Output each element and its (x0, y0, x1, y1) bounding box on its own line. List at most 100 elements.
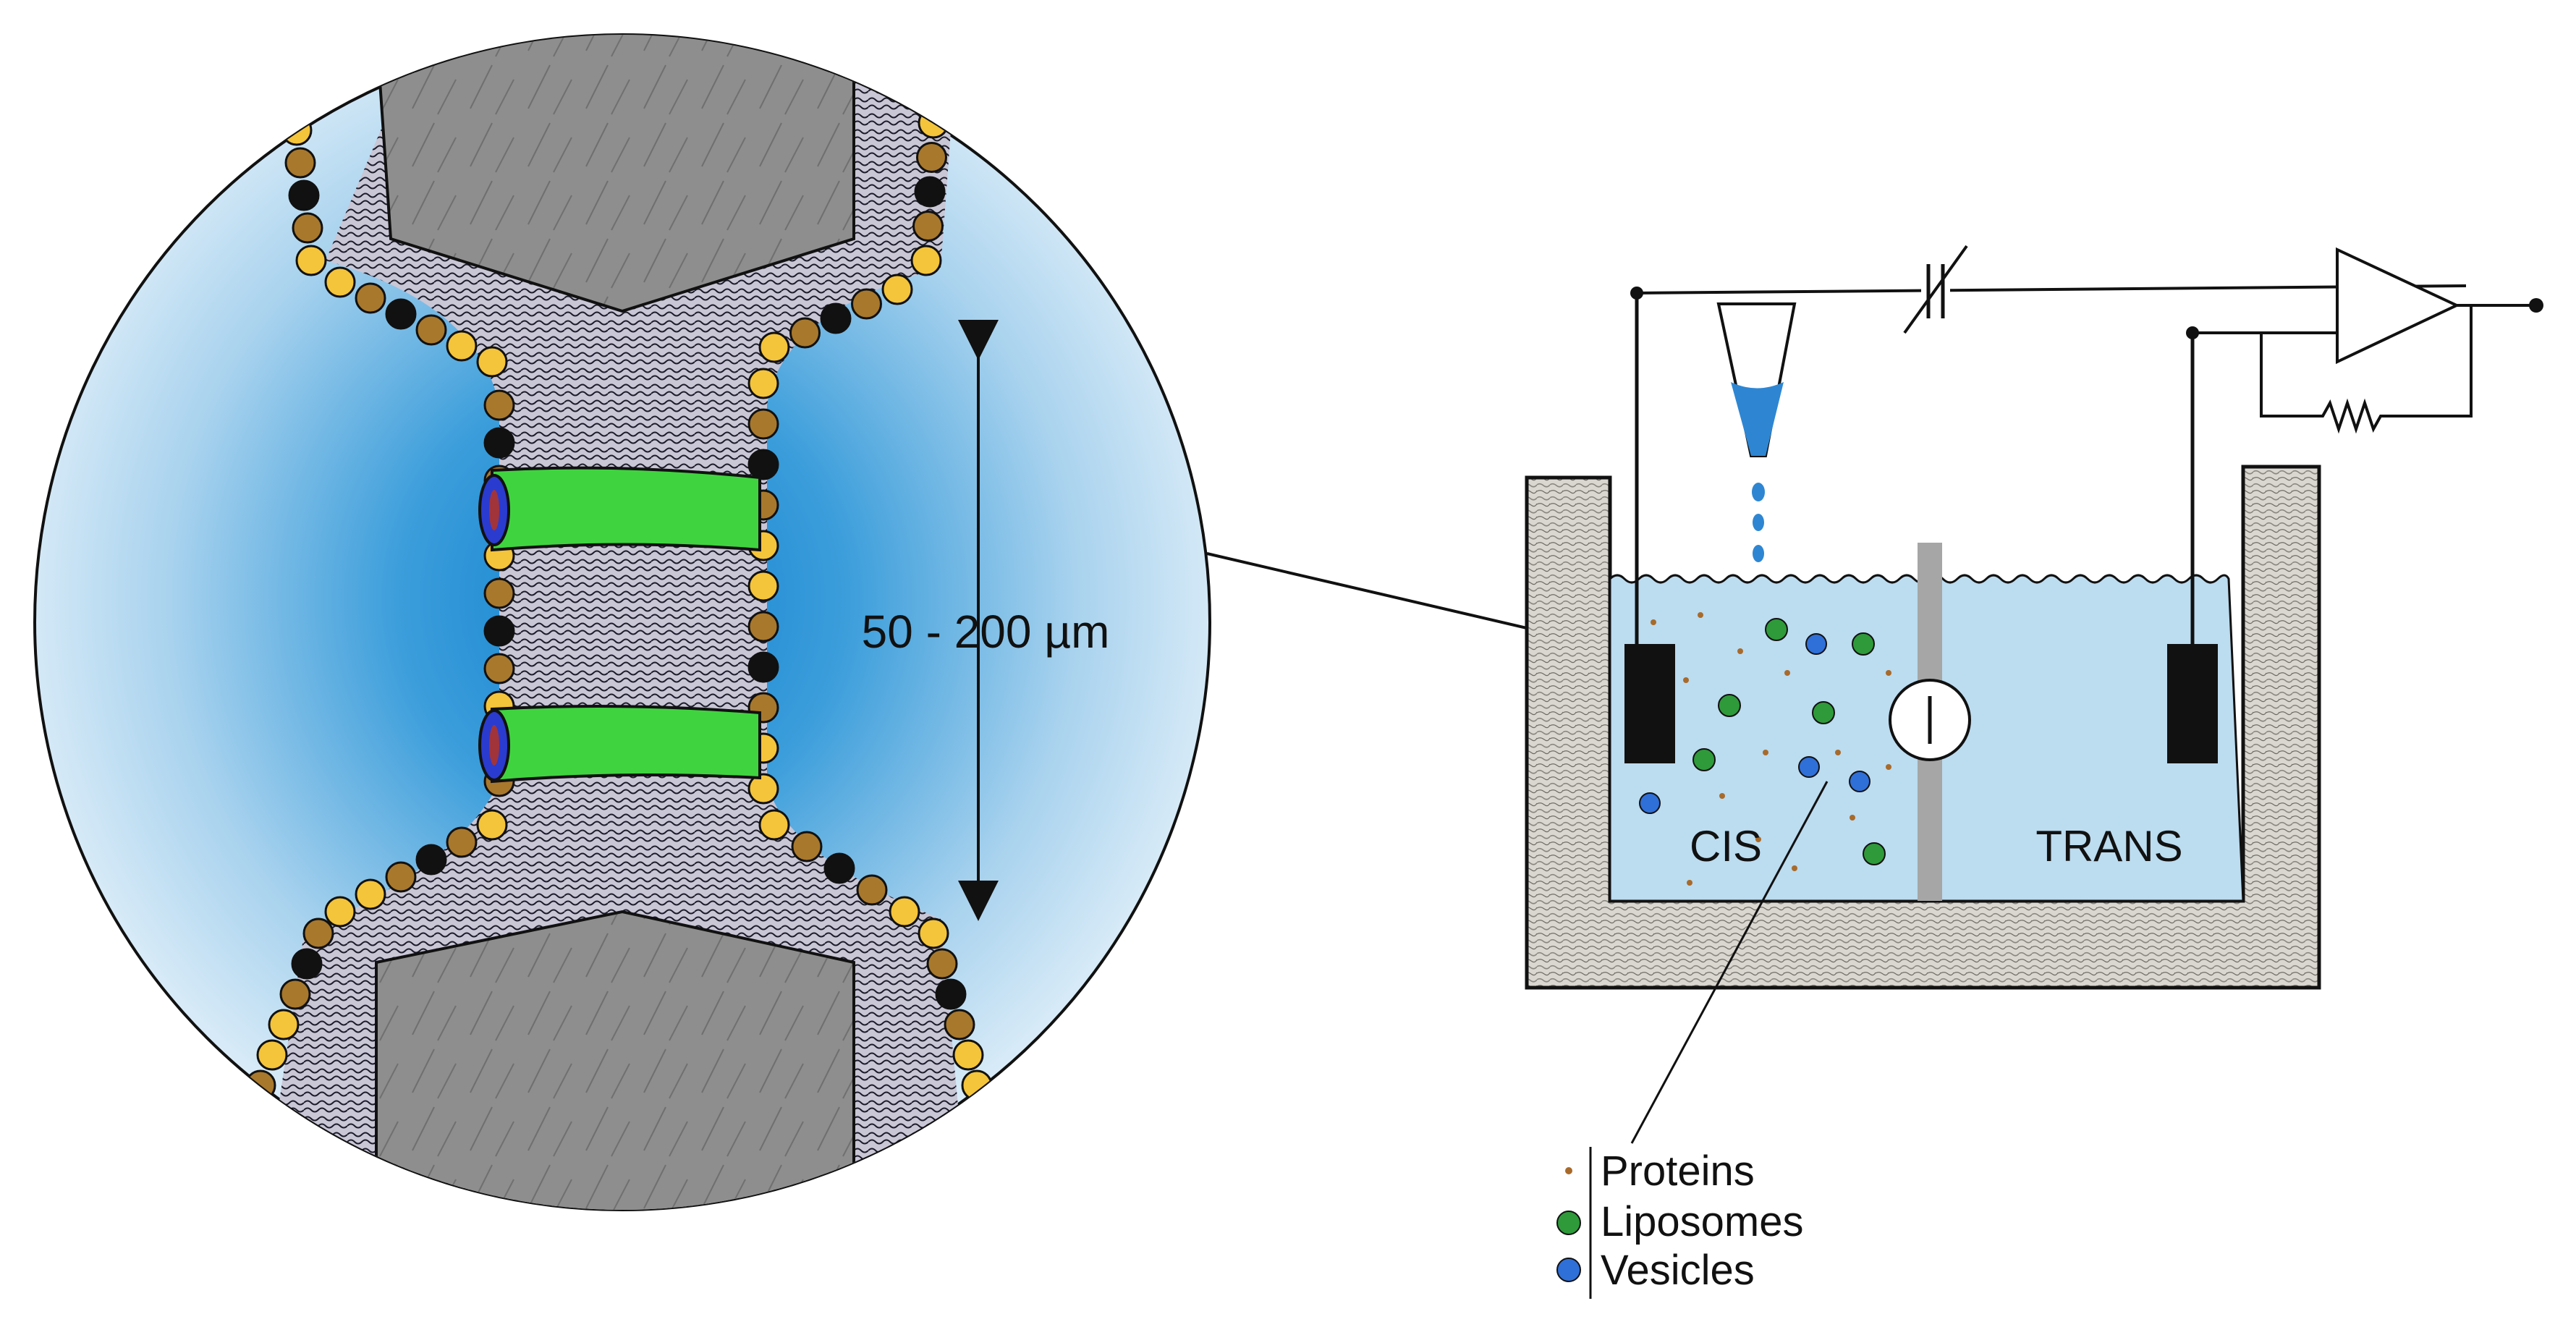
protein (1792, 865, 1797, 871)
legend-item-liposomes: Liposomes (1556, 1198, 1803, 1245)
feedback-resistor (2260, 305, 2473, 434)
lipid-head (476, 346, 508, 378)
lipid-head (912, 211, 944, 242)
lipid-head (926, 948, 958, 980)
lipid-head (952, 1039, 984, 1071)
lipid-head (483, 653, 515, 685)
lipid-head (820, 302, 852, 334)
lipid-head (415, 844, 447, 876)
vesicle (1805, 633, 1827, 655)
lipid-head (291, 948, 323, 980)
legend-label: Proteins (1601, 1148, 1755, 1195)
lipid-head (385, 861, 417, 893)
cis-electrode (1624, 644, 1675, 763)
protein-dot (1565, 1167, 1572, 1174)
protein (1683, 677, 1689, 683)
lipid-head (944, 1009, 975, 1041)
liposome (1718, 694, 1741, 717)
protein (1886, 670, 1891, 676)
legend-label: Liposomes (1601, 1198, 1803, 1245)
lipid-head (856, 874, 888, 906)
ion-channel-upper (478, 466, 761, 552)
droplet (1753, 545, 1764, 562)
lipid-head (281, 114, 313, 146)
lipid-head (935, 978, 967, 1010)
vesicle (1798, 756, 1820, 778)
lipid-head (324, 896, 356, 928)
protein (1698, 612, 1703, 618)
protein (1687, 880, 1692, 886)
variable-capacitor (1903, 245, 1968, 334)
lipid-head (483, 577, 515, 609)
liposome (1692, 748, 1716, 771)
lipid-head (476, 809, 508, 841)
liposome (1863, 842, 1886, 865)
lipid-head (483, 427, 515, 459)
lipid-head (914, 176, 946, 208)
droplet (1753, 514, 1764, 531)
liposome (1812, 701, 1835, 724)
lipid-head (758, 809, 790, 841)
lipid-annulus (260, 72, 970, 1210)
lipid-head (747, 773, 779, 805)
protein (1651, 619, 1656, 625)
top-support-block (374, 35, 855, 313)
lipid-head (747, 449, 779, 480)
bottom-support-block (375, 910, 855, 1210)
lipid-head (446, 826, 478, 858)
lipid-head (747, 408, 779, 440)
legend: Proteins Liposomes Vesicles (1556, 1148, 1803, 1294)
lipid-head (747, 651, 779, 683)
droplet (1752, 483, 1765, 501)
ion-channel-lower (478, 705, 761, 784)
lipid-head (747, 570, 779, 602)
liposome-dot (1556, 1211, 1581, 1235)
amplifier (2336, 247, 2460, 365)
bilayer-chamber: CIS TRANS (1525, 245, 2543, 1299)
vesicle (1639, 792, 1661, 814)
trans-electrode (2167, 644, 2218, 763)
trans-label: TRANS (2035, 822, 2182, 870)
vesicle-dot (1556, 1258, 1581, 1282)
liposome (1852, 632, 1875, 656)
lipid-head (446, 330, 478, 362)
vesicle (1849, 771, 1870, 792)
lipid-head (385, 298, 417, 330)
lipid-head (256, 1039, 288, 1071)
lipid-head (823, 852, 855, 884)
lipid-head (910, 245, 942, 276)
dimension-label: 50 - 200 µm (862, 606, 1110, 658)
lipid-head (295, 245, 327, 276)
protein (1850, 815, 1855, 821)
lipid-head (415, 314, 447, 346)
lipid-head (302, 917, 334, 949)
protein (1886, 764, 1891, 770)
cis-particles (1639, 612, 1891, 886)
lipid-head (483, 389, 515, 421)
protein (1784, 670, 1790, 676)
lipid-head (918, 917, 949, 949)
protein (1835, 750, 1841, 755)
lipid-head (355, 878, 386, 910)
protein (1737, 648, 1743, 654)
lipid-head (747, 611, 779, 643)
circuit-node (2186, 326, 2199, 339)
cis-label: CIS (1690, 822, 1762, 870)
lipid-head (292, 212, 323, 244)
magnified-membrane-view: 50 - 200 µm (33, 33, 1211, 1211)
protein (1763, 750, 1768, 755)
lipid-head (961, 1069, 993, 1101)
lipid-head (916, 142, 947, 173)
legend-leader-line (1630, 781, 1829, 1144)
lipid-head (268, 1009, 300, 1041)
lipid-head (284, 147, 316, 179)
protein (1719, 793, 1725, 799)
lipid-head (791, 831, 823, 863)
recording-circuit (1630, 245, 2543, 434)
legend-label: Vesicles (1601, 1247, 1755, 1294)
lipid-head (355, 282, 386, 314)
lipid-head (758, 331, 790, 363)
pipette (1716, 302, 1797, 562)
